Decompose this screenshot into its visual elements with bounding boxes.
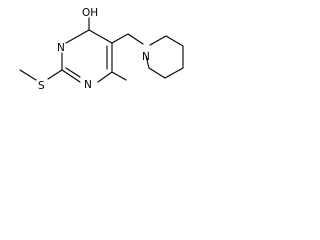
bond-c4-n3 — [65, 29, 90, 44]
bond-pip-6 — [145, 55, 150, 69]
pyrimidine-ring — [61, 29, 113, 83]
bond-c2-s — [47, 69, 63, 80]
piperidine-ring — [145, 35, 184, 79]
bond-pip-2 — [165, 35, 184, 47]
atom-label-s: S — [38, 80, 45, 92]
atom-label-n-piperidine: N — [142, 51, 150, 63]
bond-c6-methyl — [111, 71, 127, 81]
bond-pip-5 — [148, 67, 166, 79]
bond-s-methyl — [19, 69, 37, 81]
bond-pip-4 — [164, 67, 184, 79]
bond-c2-n1 — [61, 69, 81, 83]
atom-label-oh: OH — [82, 7, 98, 19]
chemical-structure-diagram: OH N N N S — [19, 7, 184, 92]
atom-label-n-bottom: N — [84, 79, 92, 91]
bond-ch2-npip — [127, 33, 144, 45]
bond-c5-c4 — [88, 29, 113, 44]
bond-c5-ch2 — [111, 33, 129, 44]
atom-label-n-top: N — [57, 42, 65, 54]
bond-pip-1 — [149, 35, 167, 46]
bond-n1-c6 — [97, 71, 113, 83]
bond-c2-n1-double — [65, 67, 81, 78]
